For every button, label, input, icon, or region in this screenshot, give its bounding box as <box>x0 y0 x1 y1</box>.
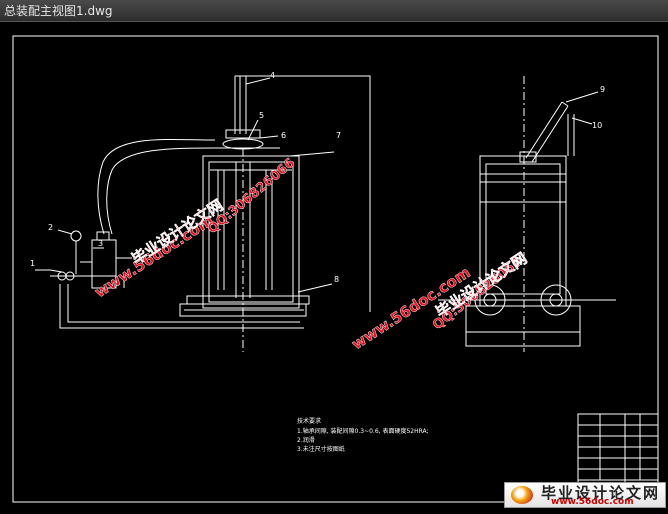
tech-note-line: 3.未注尺寸按图纸 <box>297 445 345 453</box>
part-number: 2 <box>48 223 53 232</box>
lever-arm <box>525 101 563 159</box>
part-number: 4 <box>270 71 275 80</box>
technical-notes: 技术要求 1.轴承间隙, 装配间隙0.3~0.6, 表面硬度52HRA; 2.润… <box>297 417 429 453</box>
window-title-bar: 总装配主视图1.dwg <box>0 0 668 22</box>
logo-url: www.56doc.com <box>551 497 634 507</box>
part-number: 8 <box>334 275 339 284</box>
part-number: 6 <box>281 131 286 140</box>
cad-drawing: 1 2 3 4 5 6 7 8 9 10 技术要求 1.轴承间隙, 装配间隙0.… <box>12 35 659 503</box>
globe-icon <box>511 486 533 504</box>
pressure-gauge <box>70 230 82 242</box>
drawing-border <box>12 35 659 503</box>
logo-text: 毕业设计论文网 <box>541 484 661 502</box>
part-number: 9 <box>600 85 605 94</box>
frame-outline <box>235 75 371 312</box>
part-number: 5 <box>259 111 264 120</box>
window-title: 总装配主视图1.dwg <box>4 4 113 18</box>
watermark-layer: www.56doc.com 毕业设计论文网 QQ:306826066 www.5… <box>91 155 530 353</box>
part-number-labels: 1 2 3 4 5 6 7 8 9 10 <box>30 71 605 284</box>
hose <box>97 138 216 235</box>
watermark-qq: QQ:306826066 <box>205 156 298 237</box>
site-logo: 毕业设计论文网 www.56doc.com <box>504 482 666 508</box>
tech-note-line: 1.轴承间隙, 装配间隙0.3~0.6, 表面硬度52HRA; <box>297 427 429 435</box>
part-number: 3 <box>98 239 103 248</box>
part-number: 10 <box>592 121 602 130</box>
tech-note-line: 2.润滑 <box>297 436 315 444</box>
tech-notes-heading: 技术要求 <box>297 417 321 425</box>
drawing-canvas[interactable]: 1 2 3 4 5 6 7 8 9 10 技术要求 1.轴承间隙, 装配间隙0.… <box>0 22 668 510</box>
part-number: 1 <box>30 259 35 268</box>
part-number: 7 <box>336 131 341 140</box>
